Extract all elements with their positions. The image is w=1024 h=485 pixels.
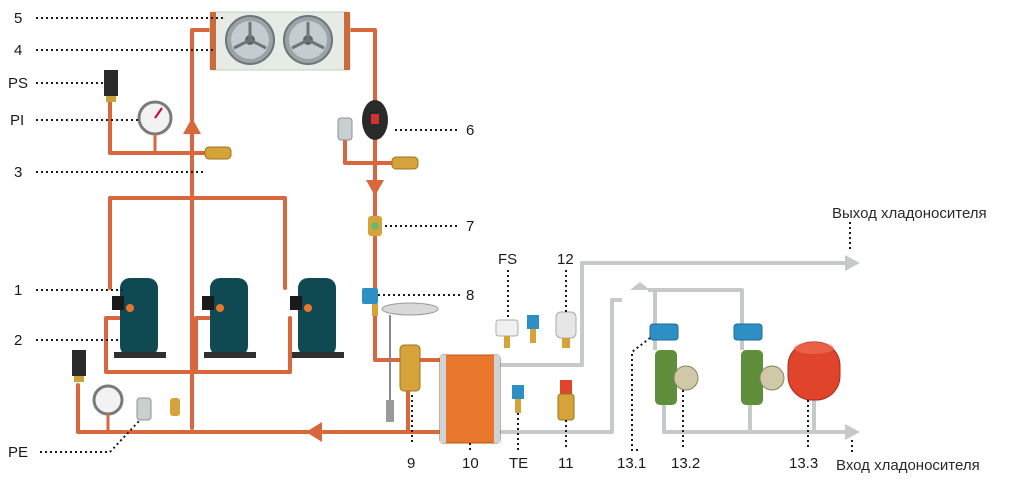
compressor <box>112 278 166 358</box>
label-ps: PS <box>8 75 28 92</box>
label-10: 10 <box>462 455 479 472</box>
filter-drier-6 <box>337 100 419 170</box>
refrigerant-circuit <box>76 28 442 442</box>
balancing-valve-13-1 <box>649 323 763 341</box>
label-fs: FS <box>498 251 517 268</box>
label-13-1: 13.1 <box>617 455 646 472</box>
label-9: 9 <box>407 455 415 472</box>
label-13-3: 13.3 <box>789 455 818 472</box>
down-arrow-icon <box>366 180 384 196</box>
pressure-switch-ps <box>104 70 118 102</box>
label-12: 12 <box>557 251 574 268</box>
fan-icon <box>225 15 275 65</box>
temperature-sensor <box>527 315 539 343</box>
solenoid-valve-8 <box>362 288 378 316</box>
label-7: 7 <box>466 218 474 235</box>
compressor <box>202 278 256 358</box>
label-5: 5 <box>14 10 22 27</box>
outlet-arrow-icon <box>845 255 860 271</box>
sight-glass-7 <box>368 216 382 236</box>
left-arrow-icon <box>306 422 322 442</box>
label-11: 11 <box>558 455 574 472</box>
flow-switch-fs <box>495 319 519 348</box>
expansion-tank-13-3 <box>787 341 841 401</box>
condenser <box>209 11 351 71</box>
circulation-pump-13-2 <box>655 350 785 405</box>
service-valve-3 <box>204 146 232 160</box>
plate-heat-exchanger-10 <box>439 354 501 444</box>
coolant-inlet-label: Вход хладоносителя <box>836 457 980 474</box>
coolant-outlet-label: Выход хладоносителя <box>832 205 987 222</box>
safety-valve-11 <box>557 380 575 421</box>
air-vent-12 <box>555 311 577 348</box>
label-te: TE <box>509 455 528 472</box>
label-pe: PE <box>8 444 28 461</box>
label-13-2: 13.2 <box>671 455 700 472</box>
label-1: 1 <box>14 282 22 299</box>
return-arrow-icon <box>630 282 650 290</box>
inlet-arrow-icon <box>845 424 860 440</box>
label-4: 4 <box>14 42 22 59</box>
up-arrow-icon <box>183 118 201 134</box>
expansion-valve-9 <box>381 302 439 422</box>
leader-lines <box>36 17 853 453</box>
pressure-switch-pe-group <box>72 350 180 432</box>
compressor <box>290 278 344 358</box>
label-6: 6 <box>466 122 474 139</box>
label-2: 2 <box>14 332 22 349</box>
label-3: 3 <box>14 164 22 181</box>
pressure-gauge-pi <box>137 100 173 153</box>
temperature-sensor-te <box>512 385 524 413</box>
label-8: 8 <box>466 287 474 304</box>
coolant-circuit <box>500 255 860 440</box>
callout-labels: 5 4 PS PI 3 1 2 PE 6 7 8 FS 12 9 10 TE 1… <box>8 10 987 474</box>
fan-icon <box>283 15 333 65</box>
label-pi: PI <box>10 112 24 129</box>
